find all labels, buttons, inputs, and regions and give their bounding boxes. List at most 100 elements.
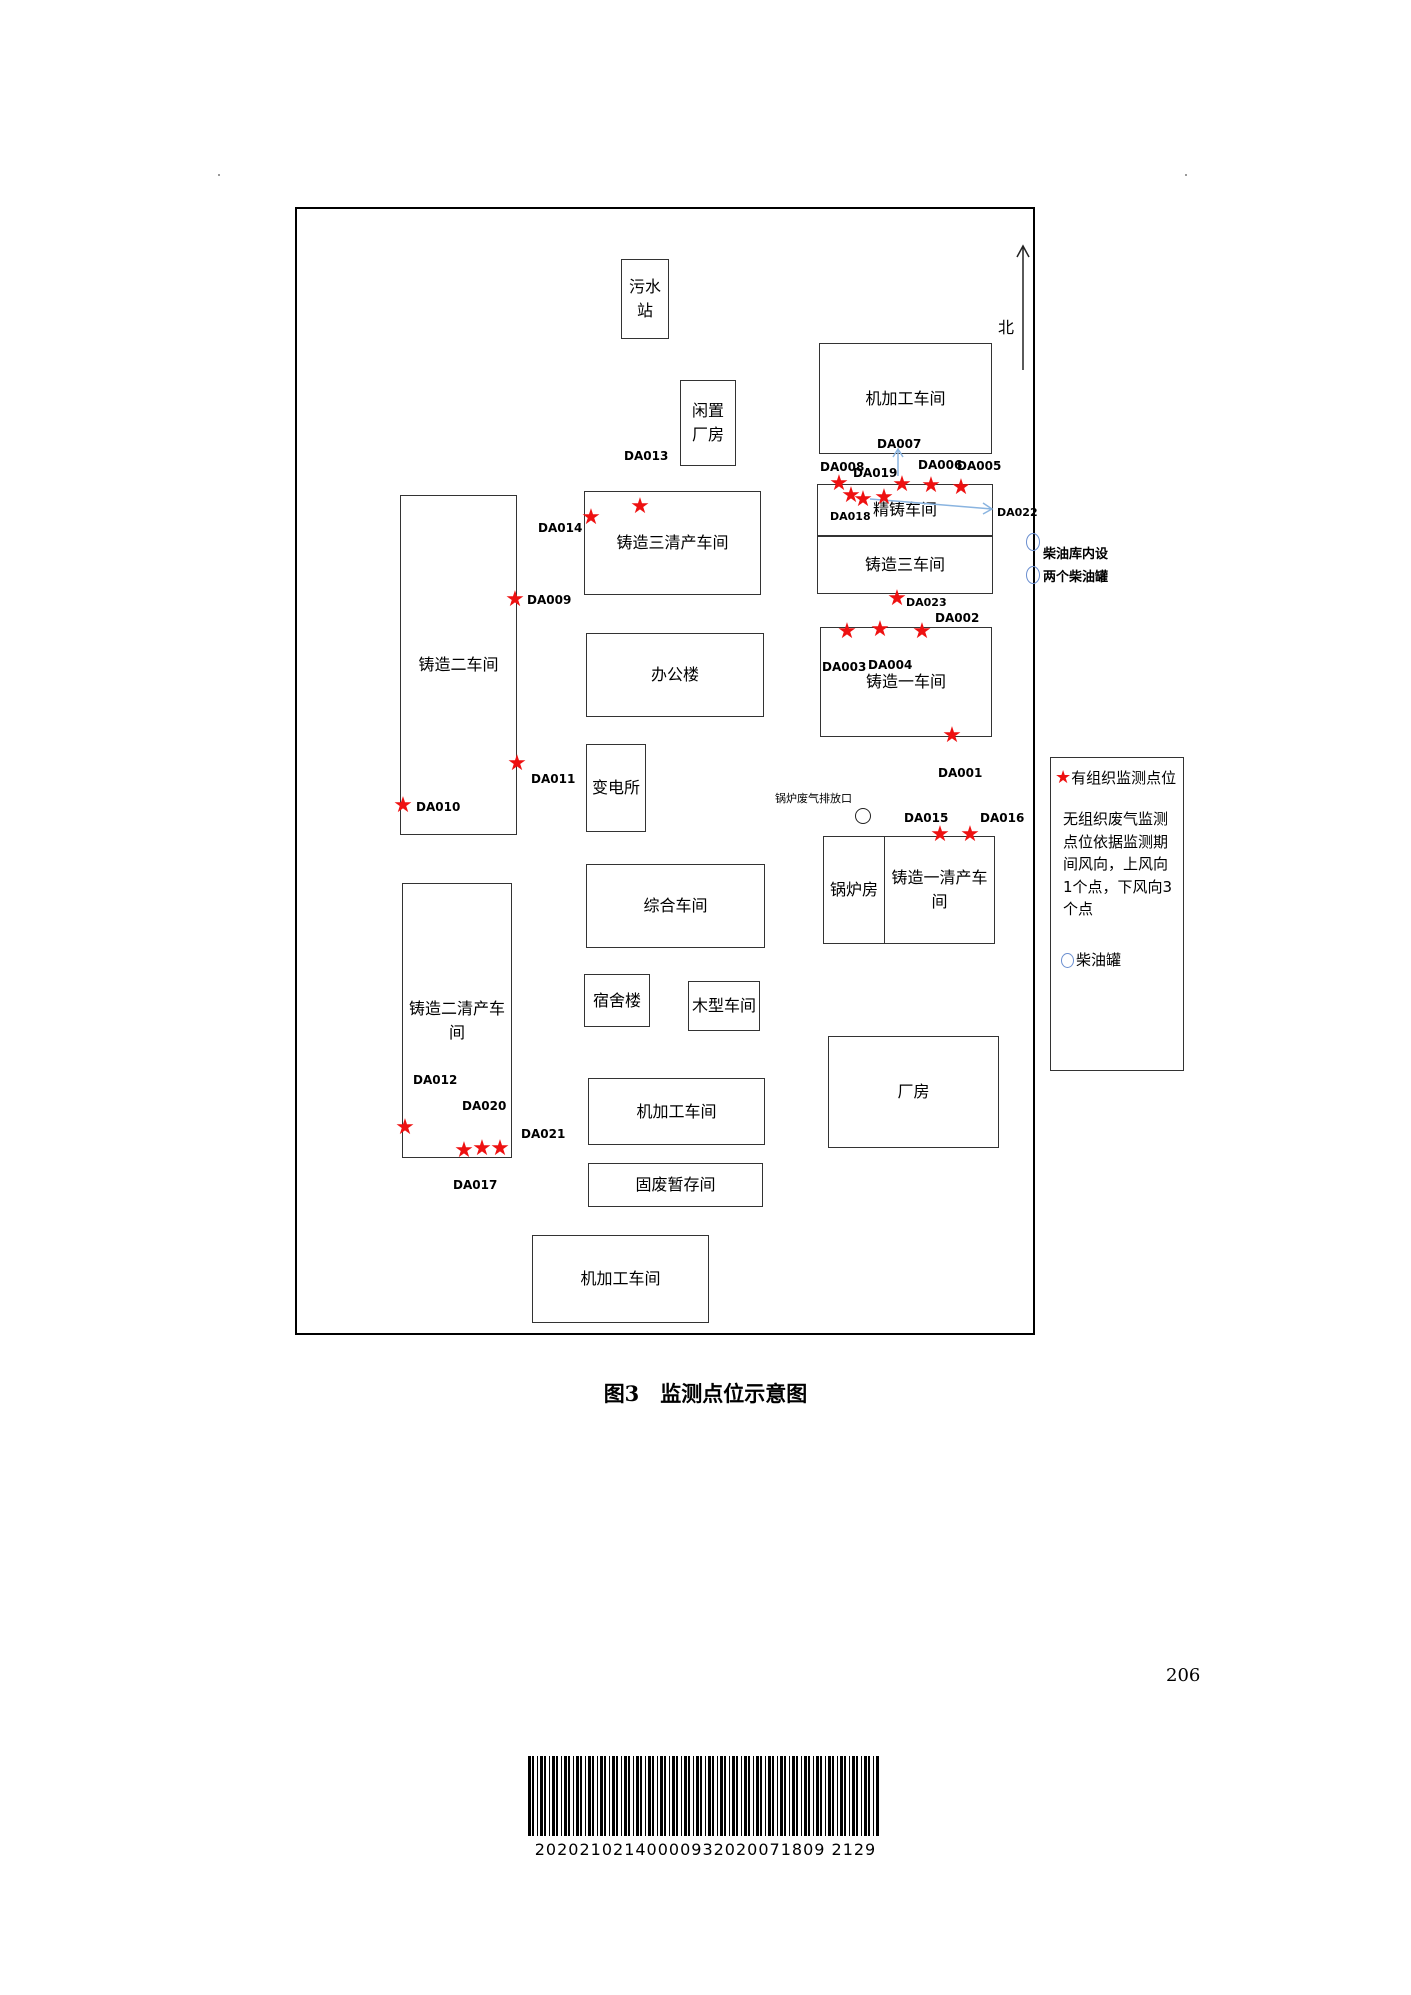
building-label: 机加工车间 <box>580 1269 661 1288</box>
barcode-bar <box>777 1756 778 1836</box>
building-machining-mid: 机加工车间 <box>588 1078 765 1145</box>
point-label-DA011: DA011 <box>531 772 576 786</box>
barcode-bar <box>633 1756 634 1836</box>
building-label: 机加工车间 <box>636 1101 717 1121</box>
building-wood-pattern: 木型车间 <box>688 981 760 1031</box>
building-label: 办公楼 <box>650 665 699 684</box>
building-machining-north: 机加工车间 <box>819 343 992 454</box>
monitor-star-icon: ★ <box>870 617 890 642</box>
monitor-star-icon: ★ <box>921 473 941 498</box>
boiler-outlet-icon <box>855 808 871 824</box>
barcode-bar <box>624 1756 627 1836</box>
building-boiler-room: 锅炉房 <box>823 836 885 944</box>
monitor-star-icon: ★ <box>630 494 650 519</box>
barcode-bar <box>720 1756 723 1836</box>
monitor-star-icon: ★ <box>912 619 932 644</box>
barcode-bar <box>828 1756 831 1836</box>
building-label: 宿舍楼 <box>592 990 641 1010</box>
monitor-star-icon: ★ <box>505 587 525 612</box>
point-label-DA005: DA005 <box>957 459 1002 473</box>
figure-caption: 图3 监测点位示意图 <box>603 1381 808 1406</box>
barcode-bar <box>585 1756 586 1836</box>
building-casting1: 铸造一车间 <box>820 627 992 737</box>
barcode-bar <box>748 1756 750 1836</box>
barcode-bar <box>556 1756 558 1836</box>
building-plant: 厂房 <box>828 1036 999 1148</box>
legend-organized: ★有组织监测点位 <box>1055 764 1176 791</box>
diesel-tank-icon <box>1026 566 1040 584</box>
barcode-bar <box>768 1756 771 1836</box>
barcode-bar <box>573 1756 574 1836</box>
barcode-bar <box>784 1756 786 1836</box>
point-label-DA020: DA020 <box>462 1099 507 1113</box>
barcode-bar <box>760 1756 762 1836</box>
north-label: 北 <box>998 318 1015 337</box>
barcode-bar <box>616 1756 618 1836</box>
barcode-bar <box>724 1756 726 1836</box>
legend-tank: 柴油罐 <box>1061 949 1121 972</box>
barcode-bar <box>672 1756 675 1836</box>
building-sewage: 污水站 <box>621 259 669 339</box>
barcode-bar <box>756 1756 759 1836</box>
monitor-star-icon: ★ <box>930 822 950 847</box>
barcode-bar <box>804 1756 807 1836</box>
barcode-bar <box>540 1756 543 1836</box>
barcode-bar <box>856 1756 858 1836</box>
monitor-star-icon: ★ <box>490 1136 510 1161</box>
building-idle-plant: 闲置厂房 <box>680 380 736 466</box>
barcode-bar <box>832 1756 834 1836</box>
monitor-star-icon: ★ <box>853 487 873 512</box>
building-label: 污水站 <box>628 277 661 320</box>
barcode-bar <box>705 1756 706 1836</box>
legend-box: ★有组织监测点位 无组织废气监测点位依据监测期间风向，上风向1个点，下风向3个点… <box>1050 757 1184 1071</box>
barcode-bar <box>612 1756 615 1836</box>
building-casting2: 铸造二车间 <box>400 495 517 835</box>
building-label: 铸造一清产车间 <box>891 868 988 911</box>
point-label-DA009: DA009 <box>527 593 572 607</box>
barcode-bar <box>636 1756 639 1836</box>
building-dormitory: 宿舍楼 <box>584 974 650 1027</box>
barcode-bar <box>732 1756 735 1836</box>
legend-tank-label: 柴油罐 <box>1076 951 1122 969</box>
barcode-bar <box>712 1756 714 1836</box>
barcode-bar <box>840 1756 843 1836</box>
barcode-bar <box>708 1756 711 1836</box>
diesel-tank-note: 柴油库内设 两个柴油罐 <box>1043 543 1108 590</box>
building-casting3: 铸造三车间 <box>817 536 993 594</box>
point-label-DA004: DA004 <box>868 658 913 672</box>
barcode-bar <box>552 1756 555 1836</box>
monitor-star-icon: ★ <box>472 1136 492 1161</box>
barcode-bar <box>657 1756 658 1836</box>
barcode-image <box>528 1756 879 1836</box>
barcode-bar <box>640 1756 642 1836</box>
site-map-frame <box>295 207 1035 1335</box>
barcode-bar <box>532 1756 534 1836</box>
barcode-bar <box>808 1756 810 1836</box>
point-label-DA016: DA016 <box>980 811 1025 825</box>
legend-tank-icon <box>1061 953 1074 968</box>
point-label-DA023: DA023 <box>906 596 947 609</box>
monitor-star-icon: ★ <box>507 751 527 776</box>
monitor-star-icon: ★ <box>892 472 912 497</box>
legend-organized-label: 有组织监测点位 <box>1071 769 1177 787</box>
barcode-bar <box>621 1756 622 1836</box>
building-label: 综合车间 <box>643 896 708 915</box>
building-label: 铸造三清产车间 <box>616 533 729 552</box>
barcode-bar <box>681 1756 682 1836</box>
barcode-bar <box>772 1756 774 1836</box>
building-label: 铸造二车间 <box>418 655 499 674</box>
building-label: 闲置厂房 <box>691 401 724 444</box>
barcode-bar <box>744 1756 747 1836</box>
barcode-bar <box>600 1756 603 1836</box>
barcode-bar <box>645 1756 646 1836</box>
building-casting1-clean: 铸造一清产车间 <box>884 836 995 944</box>
barcode-bar <box>700 1756 702 1836</box>
barcode-bar <box>564 1756 567 1836</box>
barcode-bar <box>660 1756 663 1836</box>
legend-star-icon: ★ <box>1055 767 1072 788</box>
building-substation: 变电所 <box>586 744 646 832</box>
point-label-DA013: DA013 <box>624 449 669 463</box>
building-label: 木型车间 <box>691 996 756 1015</box>
barcode-bar <box>741 1756 742 1836</box>
point-label-DA015: DA015 <box>904 811 949 825</box>
